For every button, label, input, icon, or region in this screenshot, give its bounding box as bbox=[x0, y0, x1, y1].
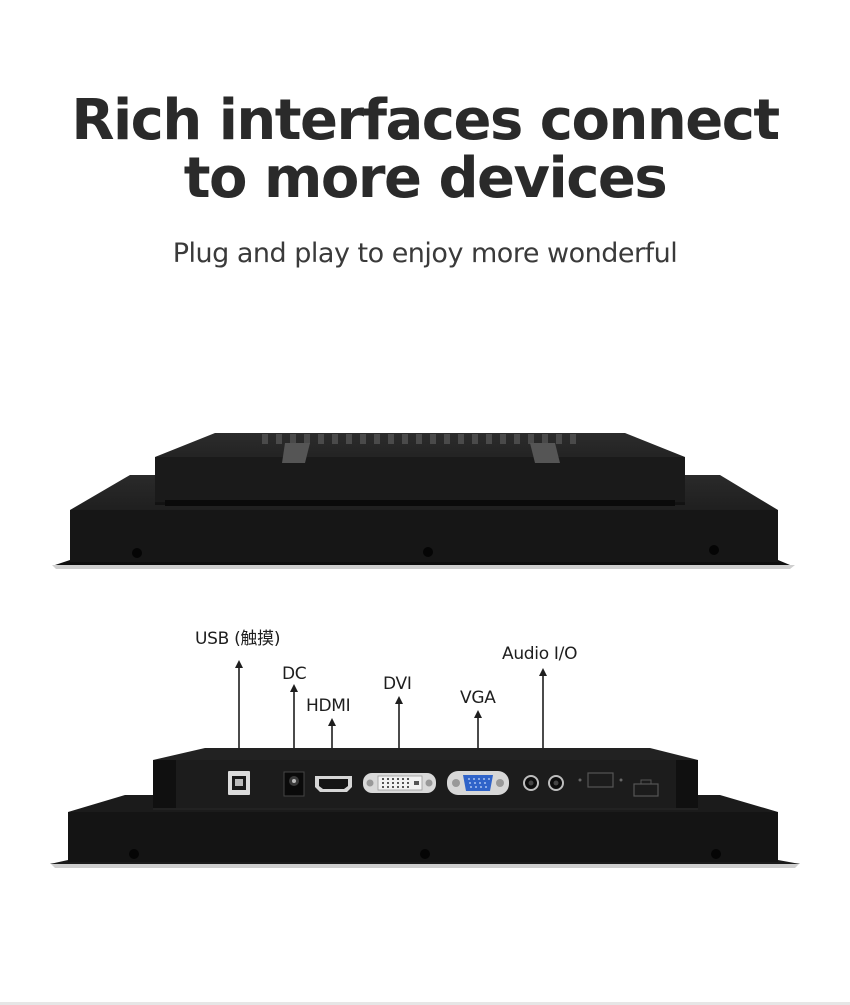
screw bbox=[423, 547, 433, 557]
hdmi-port bbox=[315, 776, 352, 792]
misc-ports bbox=[578, 772, 659, 797]
label-hdmi: HDMI bbox=[306, 696, 350, 716]
vga-port bbox=[447, 771, 509, 795]
label-audio: Audio I/O bbox=[502, 644, 577, 664]
screw bbox=[420, 849, 430, 859]
bottom-divider bbox=[0, 1002, 850, 1005]
bracket-right bbox=[530, 443, 560, 463]
subtitle: Plug and play to enjoy more wonderful bbox=[172, 238, 678, 269]
bezel-edge bbox=[50, 863, 800, 868]
bracket-left bbox=[282, 443, 310, 463]
headline: Rich interfaces connect to more devices bbox=[0, 92, 850, 208]
screw bbox=[709, 545, 719, 555]
label-dc: DC bbox=[282, 664, 306, 684]
usb-port bbox=[228, 771, 250, 795]
label-usb: USB (触摸) bbox=[195, 629, 280, 649]
dc-port bbox=[283, 771, 305, 797]
heatsink-shadow bbox=[165, 500, 675, 506]
screw bbox=[132, 548, 142, 558]
device-ports-view: USB (触摸) DC HDMI DVI VGA Audio I/O bbox=[50, 629, 800, 868]
bezel-edge bbox=[52, 565, 795, 569]
screw bbox=[129, 849, 139, 859]
screw bbox=[711, 849, 721, 859]
label-vga: VGA bbox=[460, 688, 496, 708]
heatsink-box-front bbox=[155, 457, 685, 502]
heatsink-fins bbox=[262, 434, 576, 444]
audio-ports bbox=[523, 775, 564, 791]
label-dvi: DVI bbox=[383, 674, 412, 694]
headline-line-2: to more devices bbox=[183, 146, 668, 211]
dvi-port bbox=[363, 773, 436, 793]
headline-line-1: Rich interfaces connect bbox=[71, 88, 780, 153]
device-top-view bbox=[52, 433, 795, 569]
port-panel-right bbox=[676, 760, 698, 808]
port-panel-left bbox=[153, 760, 176, 808]
